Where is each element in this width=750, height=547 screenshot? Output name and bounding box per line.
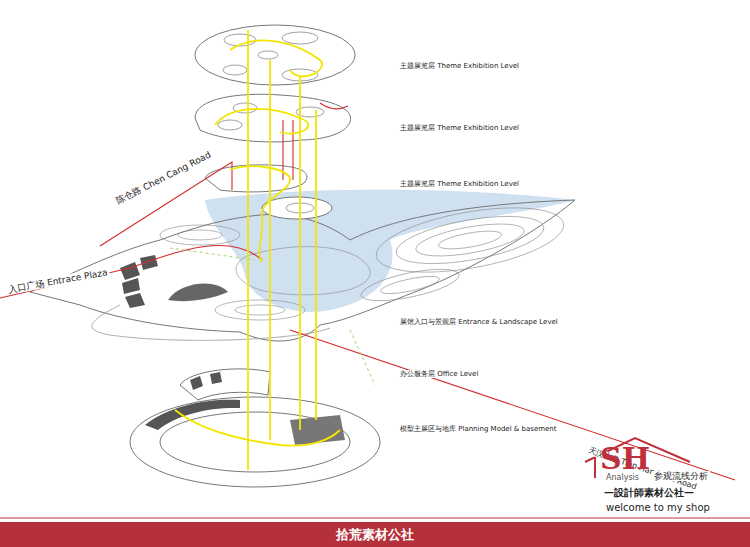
logo-letters: SH	[600, 442, 650, 477]
footer-band: 拾荒素材公社	[0, 522, 750, 547]
annotation-label: —設計師素材公社—	[604, 487, 694, 499]
annotation-label: 主题展览层 Theme Exhibition Level	[398, 62, 521, 70]
annotation-label: 办公服务层 Office Level	[398, 370, 480, 378]
annotation-label: welcome to my shop	[606, 502, 710, 514]
annotation-label: 主题展览层 Theme Exhibition Level	[398, 124, 521, 132]
annotation-label: 主题展览层 Theme Exhibition Level	[398, 180, 521, 188]
band-title: 拾荒素材公社	[336, 526, 414, 544]
annotation-label: 入口广场 Entrace Plaza	[6, 267, 110, 295]
annotation-label: 参观流线分析	[652, 471, 710, 481]
annotation-label: 陈仓路 Chen Cang Road	[113, 149, 214, 208]
annotation-label: 展馆入口与景观层 Entrance & Landscape Level	[398, 318, 560, 326]
annotation-label: Analysis	[604, 473, 641, 482]
annotation-label: 模型主展区与地库 Planning Model & basement	[398, 425, 559, 433]
